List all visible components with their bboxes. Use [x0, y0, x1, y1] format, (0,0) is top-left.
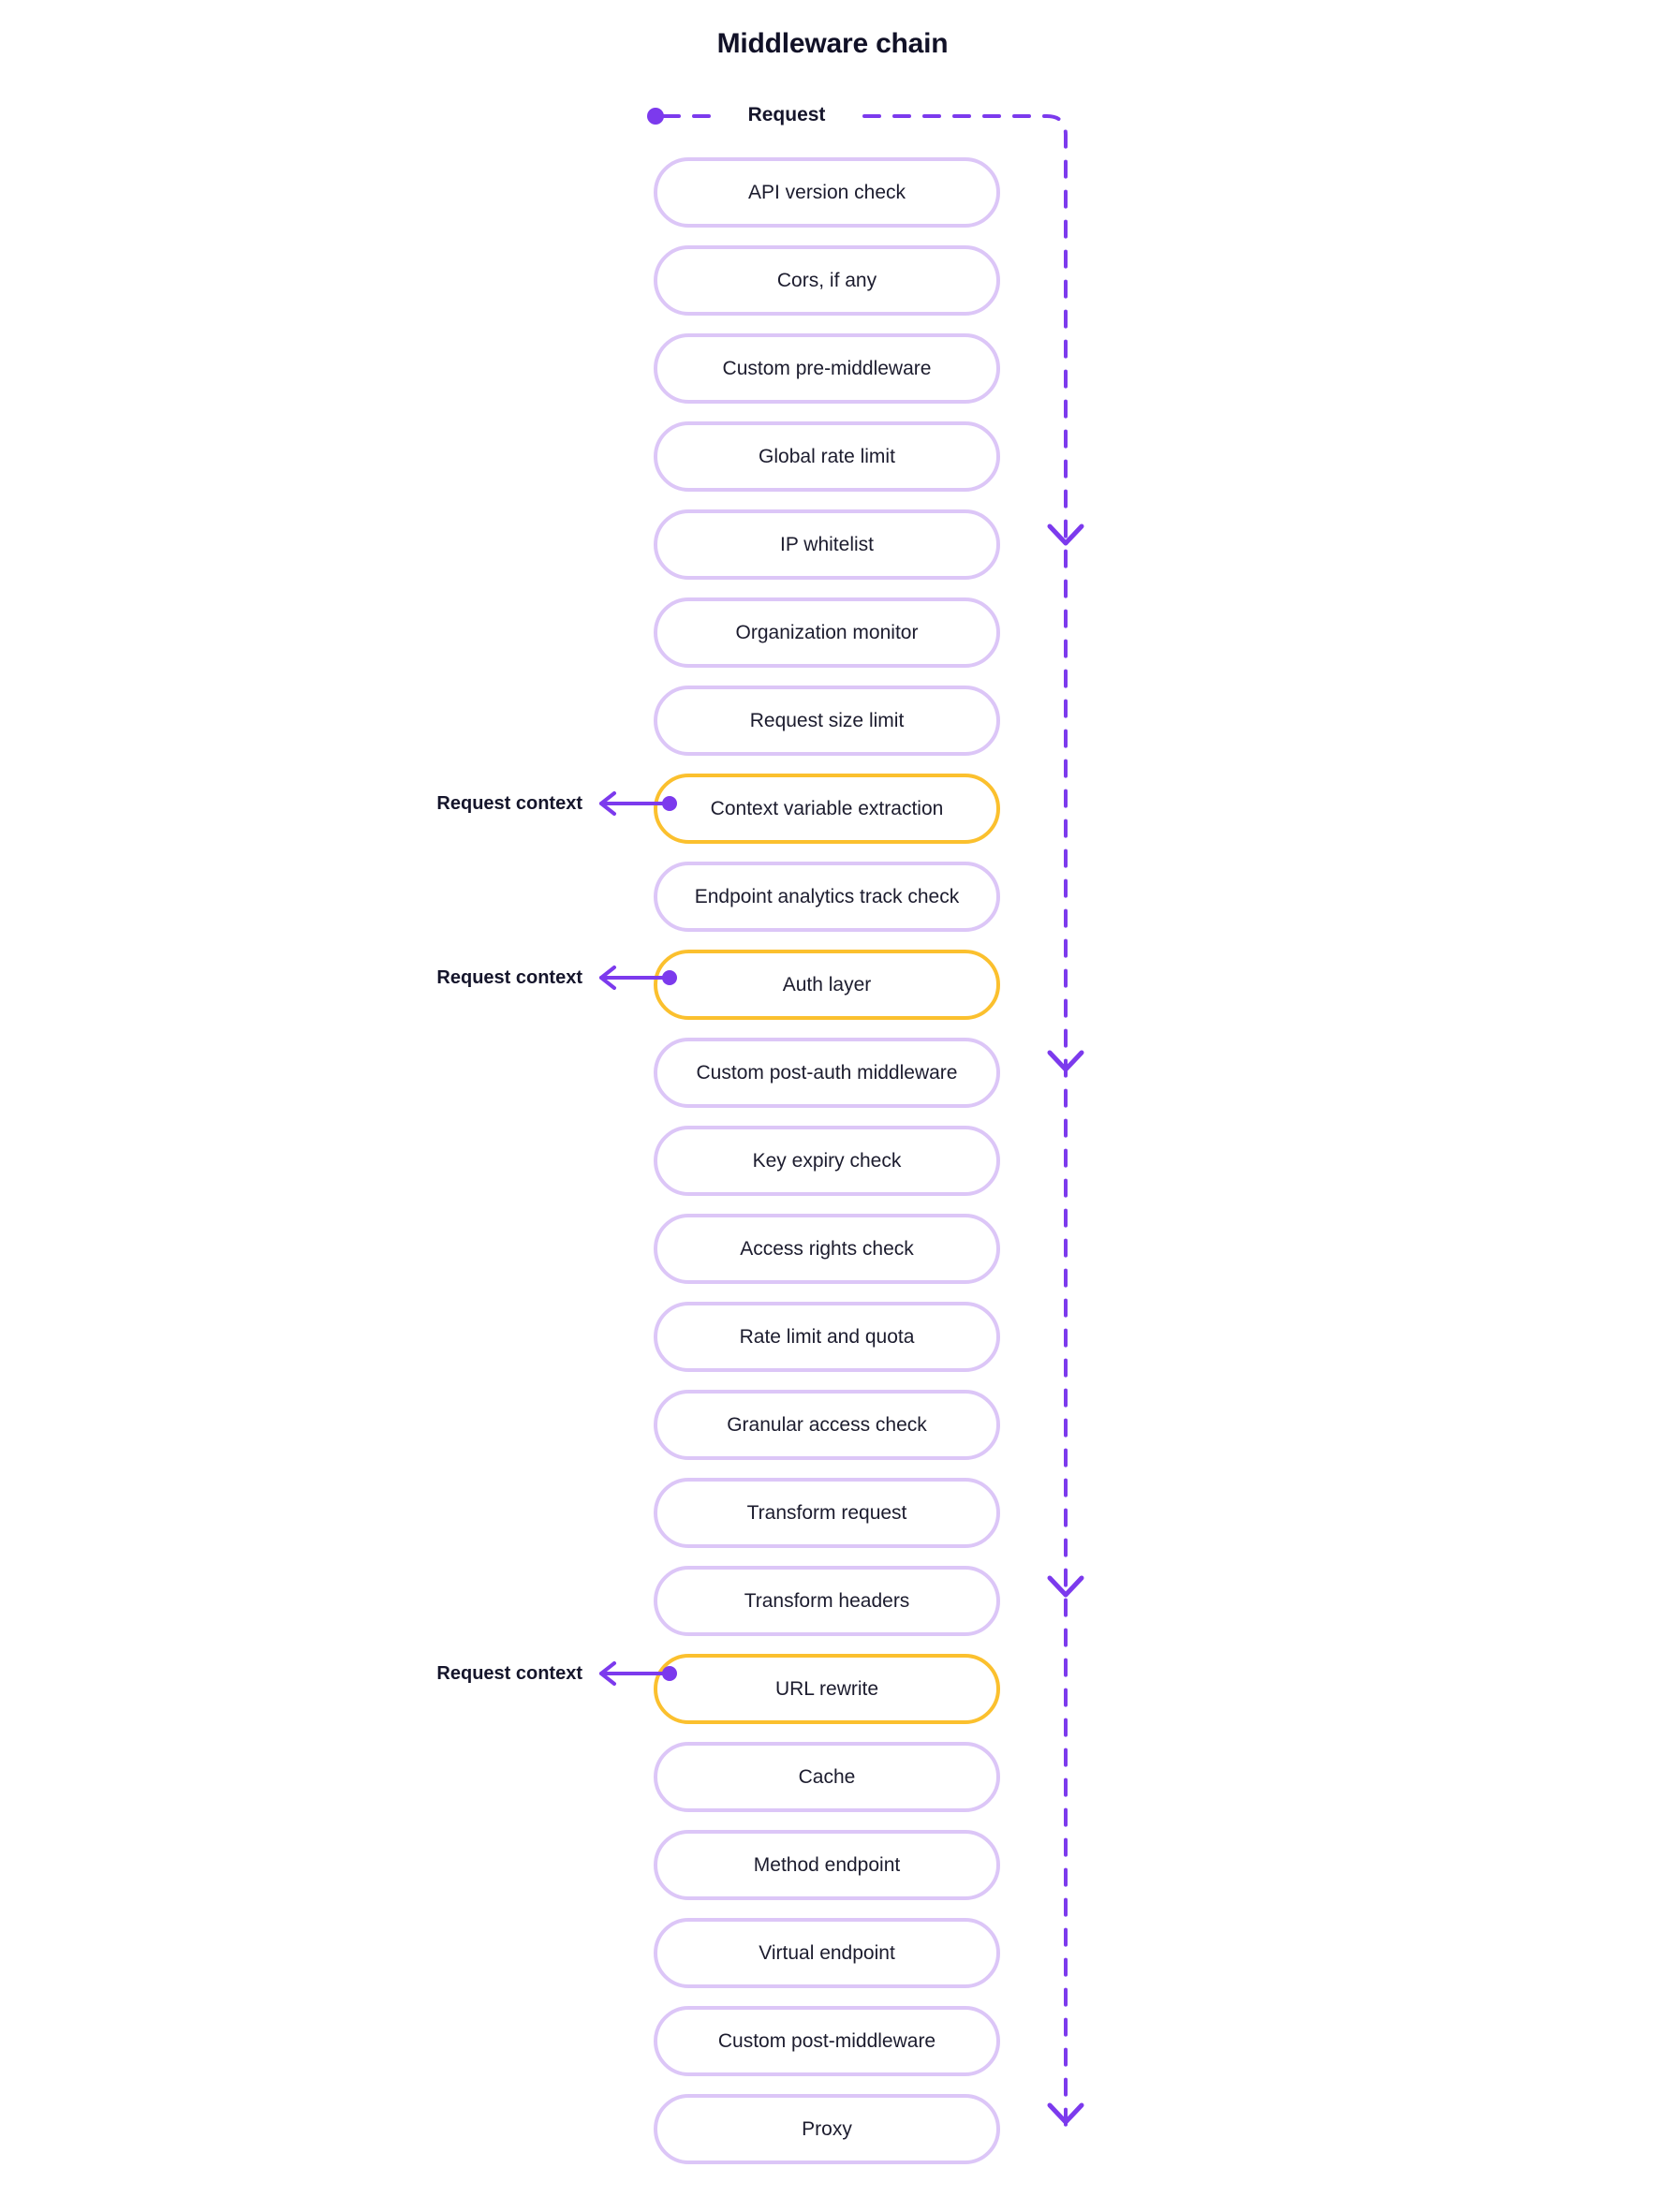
side-note-label: Request context [436, 792, 582, 814]
chain-step-label: Proxy [802, 2117, 852, 2140]
side-note-url-rewrite: Request context [361, 1659, 678, 1688]
chain-step-label: Context variable extraction [710, 797, 944, 819]
chain-step-label: Custom post-middleware [717, 2029, 936, 2052]
chain-step-label: Access rights check [740, 1237, 914, 1260]
side-note-context-variable-extraction: Request context [361, 789, 678, 818]
chain-step-label: Transform headers [744, 1589, 910, 1612]
chain-step-label: Custom post-auth middleware [696, 1061, 958, 1084]
chain-step-url-rewrite[interactable]: URL rewrite [654, 1654, 1000, 1724]
chain-step-organization-monitor[interactable]: Organization monitor [654, 597, 1000, 668]
side-note-auth-layer: Request context [361, 964, 678, 992]
chain-step-api-version-check[interactable]: API version check [654, 157, 1000, 228]
middleware-chain-list: API version check Cors, if any Custom pr… [654, 157, 1000, 2182]
chain-step-granular-access-check[interactable]: Granular access check [654, 1390, 1000, 1460]
flow-arrowhead-4 [1047, 2102, 1084, 2125]
chain-step-transform-headers[interactable]: Transform headers [654, 1566, 1000, 1636]
chain-step-label: Endpoint analytics track check [694, 885, 960, 907]
chain-step-label: Custom pre-middleware [722, 357, 932, 379]
chain-step-endpoint-analytics-track-check[interactable]: Endpoint analytics track check [654, 862, 1000, 932]
side-note-arrow-icon [599, 966, 677, 990]
chain-step-custom-pre-middleware[interactable]: Custom pre-middleware [654, 333, 1000, 404]
side-note-arrow-icon [599, 791, 677, 816]
request-start-dot [647, 108, 664, 125]
chain-step-label: Key expiry check [752, 1149, 902, 1172]
chain-step-label: Global rate limit [759, 445, 895, 467]
chain-step-label: Granular access check [727, 1413, 927, 1436]
side-note-label: Request context [436, 1662, 582, 1684]
chain-step-label: Cors, if any [776, 269, 877, 291]
chain-step-access-rights-check[interactable]: Access rights check [654, 1214, 1000, 1284]
chain-step-label: Virtual endpoint [759, 1941, 895, 1964]
request-entry-label: Request [711, 103, 862, 127]
chain-step-label: Request size limit [749, 709, 905, 731]
chain-step-label: API version check [747, 181, 906, 203]
chain-step-cors-if-any[interactable]: Cors, if any [654, 245, 1000, 316]
chain-step-label: Method endpoint [753, 1853, 901, 1876]
chain-step-rate-limit-and-quota[interactable]: Rate limit and quota [654, 1302, 1000, 1372]
chain-step-custom-post-auth-middleware[interactable]: Custom post-auth middleware [654, 1038, 1000, 1108]
chain-step-context-variable-extraction[interactable]: Context variable extraction [654, 774, 1000, 844]
chain-step-global-rate-limit[interactable]: Global rate limit [654, 421, 1000, 492]
side-note-label: Request context [436, 966, 582, 988]
chain-step-cache[interactable]: Cache [654, 1742, 1000, 1812]
chain-step-key-expiry-check[interactable]: Key expiry check [654, 1126, 1000, 1196]
chain-step-custom-post-middleware[interactable]: Custom post-middleware [654, 2006, 1000, 2076]
chain-step-label: Cache [798, 1765, 856, 1788]
side-note-arrow-icon [599, 1661, 677, 1686]
chain-step-method-endpoint[interactable]: Method endpoint [654, 1830, 1000, 1900]
chain-step-ip-whitelist[interactable]: IP whitelist [654, 509, 1000, 580]
flow-arrowhead-3 [1047, 1575, 1084, 1598]
chain-step-transform-request[interactable]: Transform request [654, 1478, 1000, 1548]
chain-step-auth-layer[interactable]: Auth layer [654, 950, 1000, 1020]
chain-step-request-size-limit[interactable]: Request size limit [654, 686, 1000, 756]
chain-step-label: Transform request [746, 1501, 907, 1524]
chain-step-proxy[interactable]: Proxy [654, 2094, 1000, 2164]
flow-arrowhead-1 [1047, 524, 1084, 546]
chain-step-label: Organization monitor [735, 621, 919, 643]
chain-step-label: URL rewrite [774, 1677, 879, 1700]
chain-step-label: IP whitelist [780, 533, 874, 555]
flow-arrowhead-2 [1047, 1050, 1084, 1072]
chain-step-label: Auth layer [782, 973, 872, 995]
page-title: Middleware chain [716, 28, 949, 59]
chain-step-label: Rate limit and quota [739, 1325, 915, 1348]
chain-step-virtual-endpoint[interactable]: Virtual endpoint [654, 1918, 1000, 1988]
